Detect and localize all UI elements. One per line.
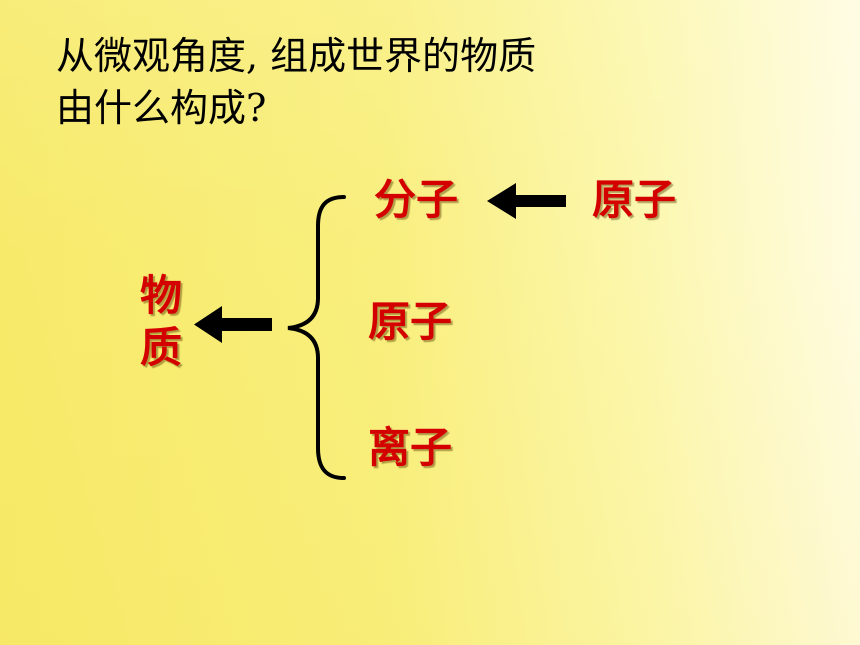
branch-molecule: 分子	[374, 175, 459, 224]
question-line-1: 从微观角度, 组成世界的物质	[56, 34, 537, 78]
substance-char-1: 物	[139, 271, 182, 320]
substance-label: 物 质	[134, 270, 188, 374]
substance-char-2: 质	[139, 323, 182, 372]
molecule-source-atom: 原子	[592, 175, 677, 224]
question-line-2: 由什么构成?	[56, 86, 267, 130]
arrow-to-substance-icon	[194, 306, 272, 343]
branch-atom: 原子	[368, 297, 453, 346]
question-text: 从微观角度, 组成世界的物质 由什么构成?	[56, 30, 536, 134]
branch-ion: 离子	[368, 423, 453, 472]
left-curly-brace-icon	[287, 195, 346, 480]
arrow-to-molecule-icon	[487, 183, 566, 219]
